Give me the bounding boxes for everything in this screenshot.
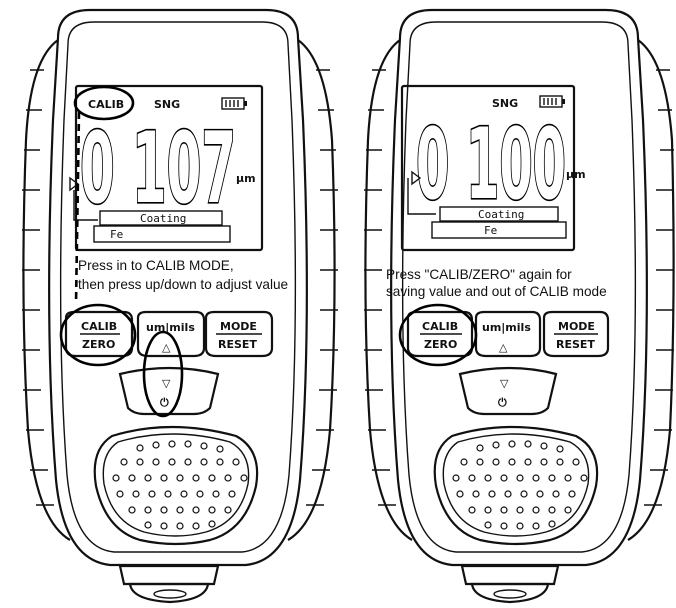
left-lcd-indicator-arrow bbox=[69, 176, 98, 221]
left-unit-up-button[interactable]: um|mils △ bbox=[136, 310, 206, 358]
right-lcd-screen bbox=[400, 84, 576, 252]
right-battery-icon bbox=[539, 95, 565, 108]
right-device-inner-edge bbox=[401, 21, 637, 553]
right-lcd-digits: 0 100 bbox=[416, 108, 566, 222]
left-lcd-substrate-box bbox=[93, 225, 231, 243]
left-lcd-screen bbox=[74, 84, 264, 252]
right-down-power-button[interactable]: ▽ ⏻ bbox=[458, 366, 558, 416]
left-lcd-mode-label: CALIB bbox=[88, 98, 124, 111]
right-unit-up-button[interactable]: um|mils △ bbox=[474, 310, 542, 358]
left-lcd-coating-label: Coating bbox=[140, 212, 186, 225]
power-icon: ⏻ bbox=[160, 396, 169, 409]
right-lcd-substrate-label: Fe bbox=[484, 224, 497, 237]
down-arrow-icon: ▽ bbox=[162, 377, 171, 390]
left-lcd-unit: µm bbox=[236, 172, 256, 185]
right-grip-ribs bbox=[364, 39, 675, 541]
left-lcd-substrate-label: Fe bbox=[110, 228, 123, 241]
left-lcd-digits: 0 107 bbox=[80, 112, 236, 226]
right-device: SNG 0 100 µm Coating Fe Press "CALIB/ZER… bbox=[364, 8, 675, 604]
up-arrow-icon: △ bbox=[162, 341, 171, 354]
right-unit-key-label: um|mils bbox=[482, 321, 531, 334]
left-grip-ribs bbox=[22, 39, 338, 541]
down-arrow-icon: ▽ bbox=[500, 377, 509, 390]
left-calib-zero-button[interactable]: CALIB ZERO bbox=[64, 310, 134, 358]
right-lcd-indicator-arrow bbox=[407, 170, 436, 215]
left-lcd-coating-box bbox=[99, 210, 223, 226]
right-lcd-substrate-box bbox=[431, 221, 567, 239]
right-mode-key-bottom: RESET bbox=[556, 338, 595, 351]
left-calib-key-bottom: ZERO bbox=[82, 338, 115, 351]
right-device-body bbox=[390, 8, 648, 567]
left-mode-reset-button[interactable]: MODE RESET bbox=[204, 310, 274, 358]
right-lcd-coating-label: Coating bbox=[478, 208, 524, 221]
left-speaker-holes bbox=[112, 440, 248, 530]
left-mode-key-bottom: RESET bbox=[218, 338, 257, 351]
left-calib-key-top: CALIB bbox=[81, 320, 117, 333]
right-calib-key-bottom: ZERO bbox=[424, 338, 457, 351]
left-calib-label-callout bbox=[73, 85, 135, 121]
right-lcd-coating-box bbox=[439, 206, 559, 222]
left-device: CALIB SNG 0 107 µm Coating Fe Press in t… bbox=[22, 8, 338, 604]
left-up-down-callout bbox=[142, 330, 184, 418]
left-mode-key-top: MODE bbox=[220, 320, 257, 333]
left-annotation-line2: then press up/down to adjust value bbox=[78, 277, 288, 292]
left-unit-key-label: um|mils bbox=[146, 321, 195, 334]
left-battery-icon bbox=[221, 97, 247, 110]
right-speaker-holes bbox=[452, 440, 588, 530]
left-speaker-grille bbox=[93, 425, 259, 546]
left-device-inner-edge bbox=[59, 21, 297, 553]
left-annotation-line1: Press in to CALIB MODE, bbox=[78, 258, 234, 273]
right-speaker-grille bbox=[433, 425, 599, 546]
right-lcd-unit: µm bbox=[566, 168, 586, 181]
right-annotation-line2: saving value and out of CALIB mode bbox=[386, 284, 607, 299]
left-device-body bbox=[48, 8, 308, 567]
up-arrow-icon: △ bbox=[499, 341, 508, 354]
left-lcd-sng-label: SNG bbox=[154, 98, 180, 111]
right-mode-key-top: MODE bbox=[558, 320, 595, 333]
power-icon: ⏻ bbox=[498, 396, 507, 409]
left-calib-button-callout bbox=[59, 303, 137, 367]
right-annotation-line1: Press "CALIB/ZERO" again for bbox=[386, 267, 572, 282]
right-lcd-sng-label: SNG bbox=[492, 97, 518, 110]
right-calib-button-callout bbox=[398, 303, 478, 367]
right-calib-key-top: CALIB bbox=[422, 320, 458, 333]
right-mode-reset-button[interactable]: MODE RESET bbox=[542, 310, 610, 358]
left-probe-base bbox=[118, 564, 220, 604]
left-callout-dashed-line bbox=[74, 111, 81, 305]
left-down-power-button[interactable]: ▽ ⏻ bbox=[118, 366, 220, 416]
right-probe-base bbox=[460, 564, 560, 604]
right-calib-zero-button[interactable]: CALIB ZERO bbox=[406, 310, 474, 358]
